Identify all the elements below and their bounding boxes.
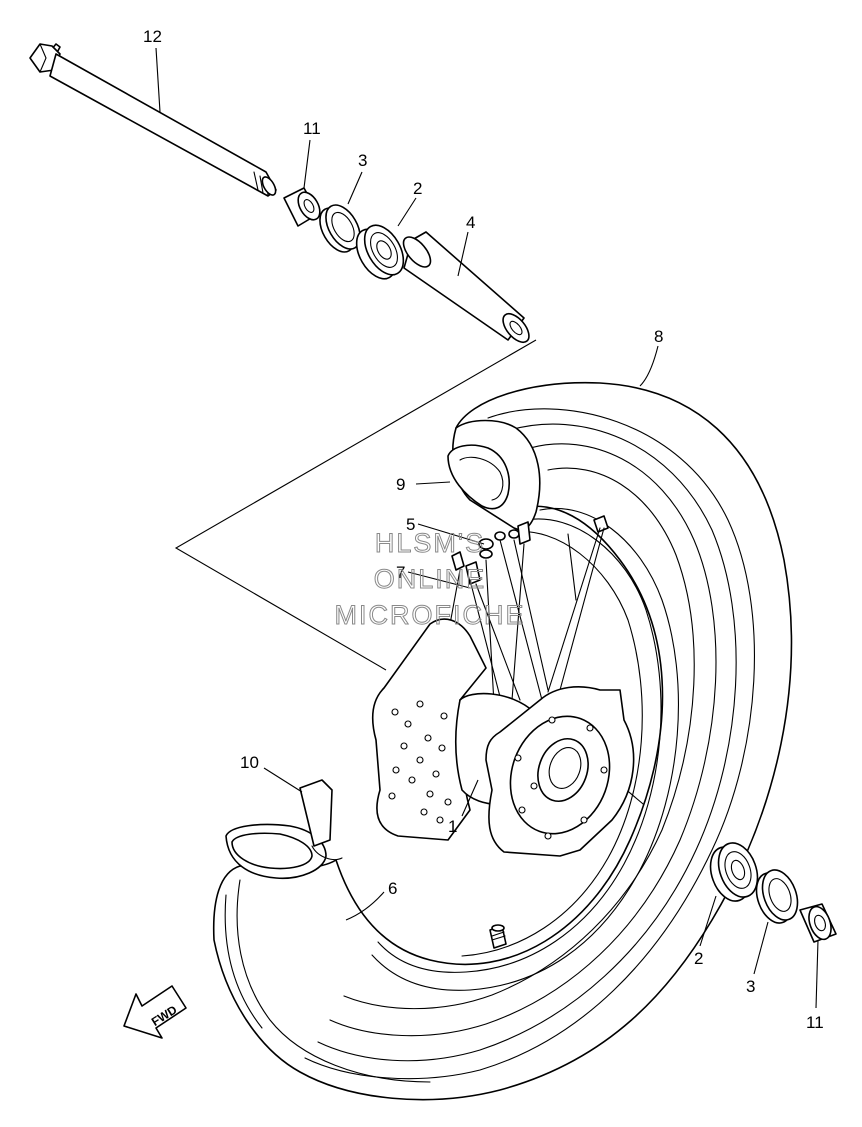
valve-stem[interactable] (489, 924, 507, 949)
collar-bottom[interactable] (799, 903, 837, 943)
callout-8: 8 (654, 327, 663, 346)
collar-top[interactable] (283, 187, 324, 227)
tire[interactable] (212, 381, 793, 1101)
callout-11-bottom: 11 (806, 1013, 824, 1032)
callout-2-top: 2 (413, 179, 422, 198)
callout-3-top: 3 (358, 151, 367, 170)
callout-11-top: 11 (303, 119, 321, 138)
rim[interactable] (371, 508, 679, 991)
inner-tube[interactable] (225, 779, 343, 880)
watermark-line-1: HLSM'S (375, 528, 485, 558)
callout-1: 1 (448, 817, 457, 836)
spacer[interactable] (399, 231, 534, 347)
leader-lines (155, 47, 819, 1009)
bearing-top[interactable] (349, 219, 412, 286)
callout-9: 9 (396, 475, 405, 494)
watermark: HLSM'S ONLINE MICROFICHE (334, 528, 526, 631)
bearing-bottom[interactable] (704, 838, 765, 907)
tube-top-section[interactable] (447, 419, 541, 531)
watermark-line-3: MICROFICHE (335, 600, 526, 630)
watermark-line-2: ONLINE (374, 564, 487, 594)
callout-5: 5 (406, 515, 415, 534)
callout-labels: 12 11 3 2 4 8 9 5 7 1 10 6 2 3 11 (143, 27, 824, 1032)
oil-seal-top[interactable] (313, 199, 367, 258)
hub[interactable] (371, 618, 635, 857)
callout-10: 10 (240, 753, 259, 772)
fwd-arrow-icon: FWD (123, 985, 187, 1039)
callout-12: 12 (143, 27, 162, 46)
front-axle[interactable] (29, 43, 278, 197)
oil-seal-bottom[interactable] (750, 865, 804, 928)
callout-2-bottom: 2 (694, 949, 703, 968)
callout-3-bottom: 3 (746, 977, 755, 996)
callout-4: 4 (466, 213, 475, 232)
callout-7: 7 (396, 563, 405, 582)
callout-6: 6 (388, 879, 397, 898)
